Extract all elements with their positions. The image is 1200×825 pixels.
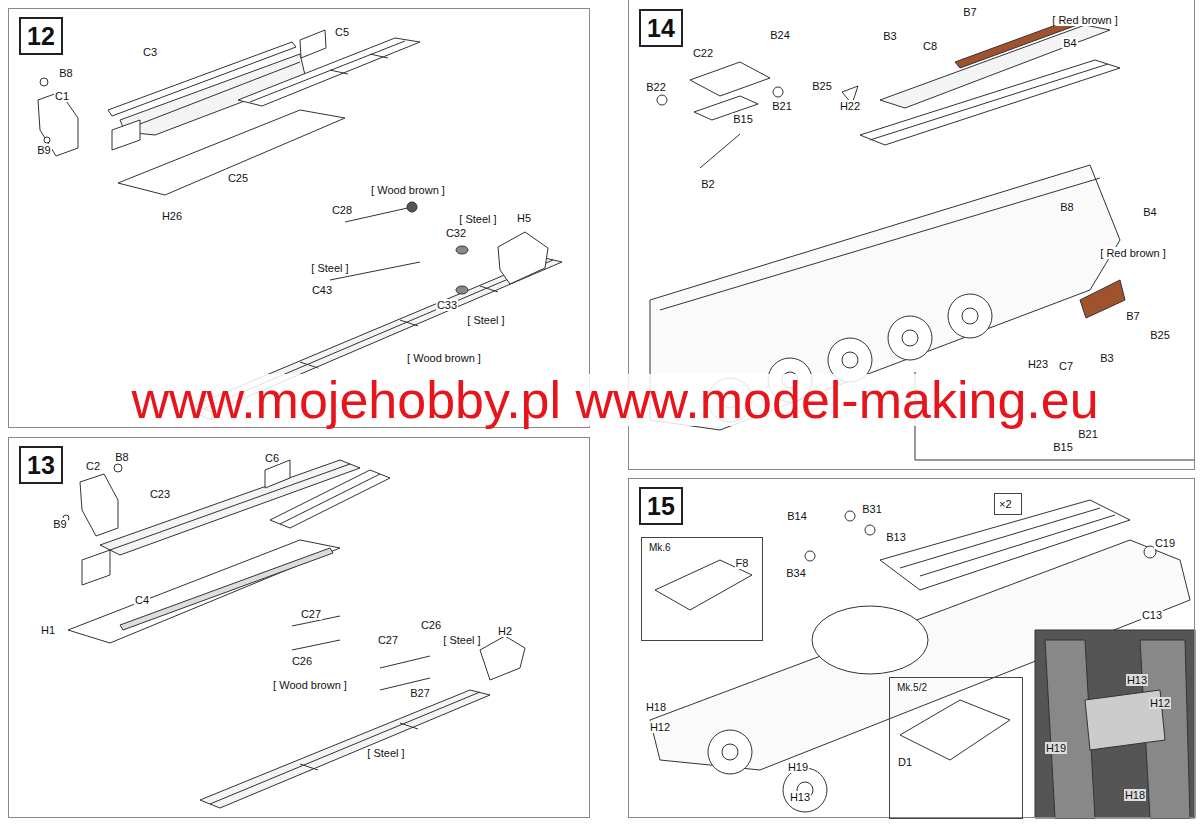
part-number: B34 — [785, 567, 807, 579]
part-number: C5 — [334, 26, 350, 38]
part-number: B31 — [861, 503, 883, 515]
part-number: C3 — [142, 46, 158, 58]
part-number: B15 — [732, 113, 754, 125]
part-number: C28 — [331, 204, 353, 216]
part-number: C22 — [692, 47, 714, 59]
part-number: B3 — [882, 30, 897, 42]
part-number: B9 — [36, 144, 51, 156]
paint-callout: [ Wood brown ] — [370, 184, 446, 196]
part-number: B21 — [1077, 428, 1099, 440]
part-number: C7 — [1058, 360, 1074, 372]
part-number: B8 — [58, 67, 73, 79]
part-number: H18 — [1124, 789, 1146, 801]
part-number: C26 — [291, 655, 313, 667]
variant-label: Mk.6 — [648, 542, 672, 554]
part-number: H13 — [789, 791, 811, 803]
part-number: B25 — [811, 80, 833, 92]
paint-callout: [ Steel ] — [466, 314, 505, 326]
part-number: B7 — [962, 6, 977, 18]
quantity-tag: ×2 — [994, 493, 1022, 515]
quantity-text: ×2 — [995, 494, 1021, 514]
part-number: B2 — [700, 178, 715, 190]
part-number: C8 — [922, 40, 938, 52]
paint-callout: [ Steel ] — [366, 747, 405, 759]
step-number: 15 — [639, 487, 683, 525]
paint-callout: [ Steel ] — [442, 634, 481, 646]
part-number: H23 — [1027, 358, 1049, 370]
part-number: H22 — [839, 100, 861, 112]
part-number: B9 — [52, 518, 67, 530]
part-number: B27 — [409, 687, 431, 699]
paint-callout: [ Steel ] — [458, 213, 497, 225]
step-number: 12 — [19, 17, 63, 55]
part-number: C27 — [300, 608, 322, 620]
part-number: F8 — [735, 557, 750, 569]
part-number: H12 — [1149, 697, 1171, 709]
part-number: B8 — [1059, 201, 1074, 213]
part-number: B4 — [1062, 37, 1077, 49]
part-number: B8 — [114, 451, 129, 463]
part-number: H1 — [40, 624, 56, 636]
part-number: C13 — [1141, 609, 1163, 621]
part-number: C4 — [134, 594, 150, 606]
part-number: C26 — [420, 619, 442, 631]
part-number: B21 — [771, 100, 793, 112]
part-number: B7 — [1125, 310, 1140, 322]
part-number: H13 — [1126, 674, 1148, 686]
part-number: C43 — [311, 284, 333, 296]
part-number: C25 — [227, 172, 249, 184]
part-number: H12 — [649, 721, 671, 733]
paint-callout: [ Wood brown ] — [406, 352, 482, 364]
part-number: C2 — [85, 460, 101, 472]
part-number: B4 — [1142, 206, 1157, 218]
part-number: B3 — [1099, 352, 1114, 364]
part-number: H19 — [1045, 742, 1067, 754]
variant-inset: Mk.5/2 — [889, 677, 1023, 819]
part-number: H18 — [645, 701, 667, 713]
part-number: C1 — [54, 90, 70, 102]
part-number: B13 — [885, 531, 907, 543]
paint-callout: [ Red brown ] — [1099, 247, 1166, 259]
part-number: D1 — [897, 756, 913, 768]
part-number: B22 — [645, 81, 667, 93]
part-number: H5 — [516, 212, 532, 224]
part-number: H26 — [161, 210, 183, 222]
paint-callout: [ Red brown ] — [1051, 14, 1118, 26]
part-number: B25 — [1149, 329, 1171, 341]
paint-callout: [ Steel ] — [310, 262, 349, 274]
part-number: B15 — [1052, 441, 1074, 453]
part-number: C27 — [377, 634, 399, 646]
watermark: www.mojehobby.pl www.model-making.eu — [130, 374, 1099, 426]
variant-inset: Mk.6 — [641, 537, 763, 641]
step-panel: 12 — [8, 8, 590, 428]
part-number: C19 — [1154, 537, 1176, 549]
part-number: B24 — [769, 29, 791, 41]
part-number: C23 — [149, 488, 171, 500]
part-number: H2 — [497, 625, 513, 637]
part-number: C6 — [264, 452, 280, 464]
part-number: C33 — [436, 299, 458, 311]
step-number: 13 — [19, 446, 63, 484]
variant-label: Mk.5/2 — [896, 682, 928, 694]
paint-callout: [ Wood brown ] — [272, 679, 348, 691]
part-number: B14 — [786, 510, 808, 522]
part-number: C32 — [445, 227, 467, 239]
step-number: 14 — [639, 9, 683, 47]
part-number: H19 — [787, 761, 809, 773]
